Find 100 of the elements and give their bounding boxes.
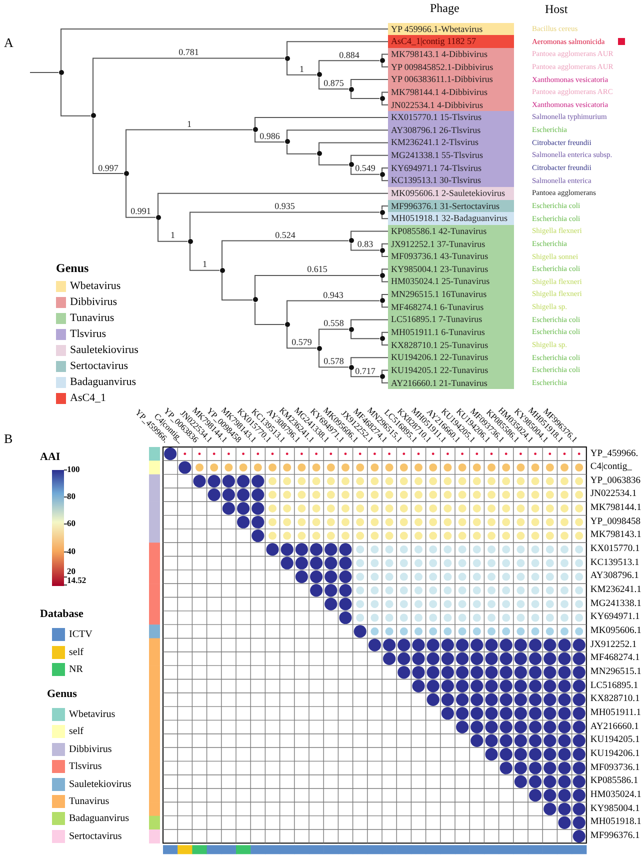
tree-branch (350, 357, 388, 366)
legend-label: ICTV (69, 628, 92, 642)
tree-branch (190, 243, 220, 271)
tip-label: MH051911.1 6-Tunavirus (388, 326, 514, 339)
row-label: MN296515.1 (590, 667, 642, 678)
row-label: MH051911.1 (590, 708, 641, 720)
row-label: JN022534.1 (590, 489, 637, 500)
tip-label: YP 459966.1-Wbetavirus (388, 22, 514, 36)
tree-branch (254, 302, 285, 325)
tree-branch (350, 319, 388, 328)
branch-node-dot (380, 248, 384, 253)
tip-label: MF996376.1 31-Sertoctavirus (388, 200, 514, 212)
tree-branch (382, 332, 388, 337)
branch-node-dot (90, 113, 96, 118)
row-label: MK095606.1 (590, 626, 642, 638)
tree-branch (382, 214, 388, 220)
tip-label: AsC4_1|contig 1182 57 (388, 35, 514, 48)
row-label: KY694971.1 (590, 612, 640, 624)
branch-node-dot (380, 172, 384, 177)
tip-label: KX828710.1 25-Tunavirus (388, 338, 514, 352)
bootstrap-value: 0.83 (357, 239, 374, 250)
row-label: KU194206.1 (590, 749, 640, 760)
tree-branch (318, 156, 349, 166)
row-label: KX015770.1 (590, 544, 640, 556)
tree-branch (286, 144, 317, 154)
tree-branch (382, 378, 388, 384)
tip-label: KU194205.1 22-Tunavirus (388, 364, 514, 377)
tip-label: MK095606.1 2-Sauletekiovirus (388, 187, 514, 200)
tree-branch (382, 340, 388, 346)
bootstrap-value: 0.549 (355, 163, 376, 174)
legend-label: Sertoctavirus (69, 830, 122, 844)
tree-branch (350, 230, 388, 239)
tip-label: MK798144.1 4-Dibbivirus (388, 86, 514, 98)
panel-label: B (4, 432, 13, 445)
tip-label: KY985004.1 23-Tunavirus (388, 262, 514, 276)
tick-label: 80 (67, 492, 76, 501)
branch-node-dot (380, 374, 384, 380)
tree-branch (254, 116, 388, 128)
tip-label: YP 006383611.1-Dibbivirus (388, 73, 514, 86)
tree-branch (318, 142, 388, 152)
row-label: KX828710.1 (590, 694, 640, 706)
legend-label: Badaguanvirus (69, 812, 129, 826)
tree-branch (350, 166, 380, 175)
tree-branch (382, 54, 388, 59)
tip-label: HM035024.1 25-Tunavirus (388, 275, 514, 288)
branch-node-dot (348, 238, 354, 244)
bootstrap-value: 0.558 (324, 318, 344, 328)
branch-node-dot (316, 151, 322, 156)
column-header: Host (545, 3, 568, 15)
branch-node-dot (156, 214, 160, 220)
branch-node-dot (380, 336, 384, 342)
branch-node-dot (348, 326, 354, 332)
tree-branch (382, 277, 388, 282)
branch-node-dot (316, 346, 322, 351)
tree-branch (382, 205, 388, 210)
bootstrap-value: 1 (202, 259, 207, 270)
legend-title: AAI (40, 452, 60, 463)
legend-label: self (69, 646, 84, 660)
tree-branch (382, 168, 388, 172)
row-label: C4|contig_ (590, 462, 632, 474)
branch-node-dot (124, 171, 128, 176)
bootstrap-value: 0.579 (292, 337, 312, 348)
tree-branch (158, 219, 188, 242)
row-label: MH051918.1 (590, 817, 642, 828)
row-label: AY216660.1 (590, 722, 639, 733)
tip-label: AY308796.1 26-Tlsvirus (388, 124, 514, 136)
tree-branch (350, 154, 388, 163)
row-label: MF468274.1 (590, 653, 640, 664)
row-label: YP_0098458 (590, 516, 641, 528)
tip-label: LC516895.1 7-Tunavirus (388, 313, 514, 326)
branch-node-dot (348, 162, 354, 168)
tree-branch (382, 100, 388, 106)
tree-branch (126, 176, 156, 218)
branch-node-dot (348, 86, 354, 92)
tree-branch (350, 79, 388, 88)
legend-label: Sertoctavirus (70, 360, 128, 373)
tree-branch (286, 300, 380, 322)
tip-label: MK798143.1 4-Dibbivirus (388, 48, 514, 61)
bootstrap-value: 0.986 (260, 130, 280, 141)
tree-branch (92, 58, 285, 114)
bootstrap-value: 0.615 (307, 264, 328, 274)
tree-branch (318, 350, 349, 368)
column-header: Phage (430, 2, 460, 14)
tip-label: KP085586.1 42-Tunavirus (388, 224, 514, 238)
row-label: MF093736.1 (590, 762, 640, 774)
legend-label: AsC4_1 (70, 392, 106, 405)
tip-label: AY216660.1 21-Tunavirus (388, 376, 514, 390)
panel-label: A (4, 36, 14, 49)
legend-label: Sauletekiovirus (69, 778, 132, 792)
branch-node-dot (380, 298, 384, 304)
tree-branch (382, 294, 388, 299)
tip-label: KX015770.1 15-Tlsvirus (388, 111, 514, 124)
legend-label: Wbetavirus (70, 280, 121, 293)
branch-node-dot (380, 58, 384, 64)
row-label: MG241338.1 (590, 598, 642, 610)
tip-label: JN022534.1 4-Dibbivirus (388, 98, 514, 112)
bootstrap-value: 0.991 (130, 206, 151, 216)
row-label: KM236241.1 (590, 585, 642, 596)
legend-title: Genus (56, 262, 89, 274)
row-label: LC516895.1 (590, 680, 638, 692)
